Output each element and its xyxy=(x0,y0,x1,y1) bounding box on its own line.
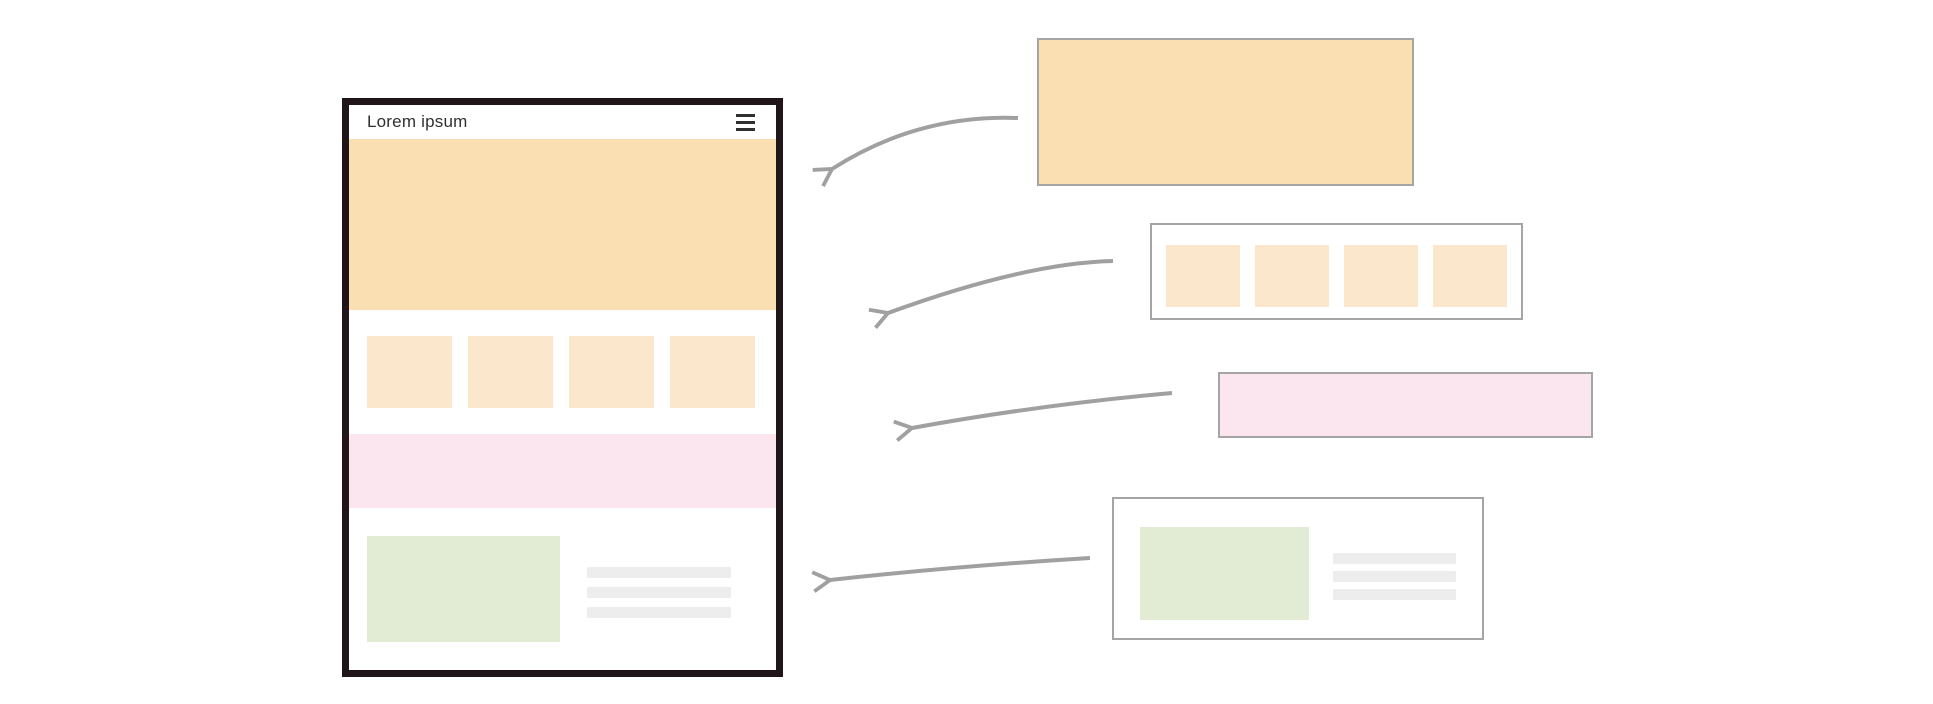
text-line-placeholder xyxy=(1333,589,1456,600)
thumbnail-placeholder xyxy=(670,336,755,408)
wireframe-highlight-band xyxy=(349,434,776,508)
text-line-placeholder xyxy=(587,587,731,598)
text-line-placeholder xyxy=(1333,553,1456,564)
text-placeholder-lines xyxy=(1333,553,1456,607)
component-thumbnail-row xyxy=(1150,223,1523,320)
thumbnail-placeholder xyxy=(1255,245,1329,307)
text-line-placeholder xyxy=(587,607,731,618)
wireframe-page: Lorem ipsum xyxy=(342,98,783,677)
hamburger-bar xyxy=(736,113,755,117)
thumbnail-placeholder xyxy=(1433,245,1507,307)
thumbnail-placeholder xyxy=(1166,245,1240,307)
page-title: Lorem ipsum xyxy=(367,112,468,131)
text-line-placeholder xyxy=(587,567,731,578)
wireframe-media-card xyxy=(349,536,776,642)
arrow-hero xyxy=(832,115,1019,169)
text-placeholder-lines xyxy=(587,567,731,642)
hamburger-bar xyxy=(736,127,755,131)
arrow-media-card xyxy=(830,556,1091,580)
component-hero-banner xyxy=(1037,38,1414,186)
arrow-highlight-band xyxy=(912,391,1173,428)
wireframe-hero-banner xyxy=(349,139,776,310)
thumbnail-placeholder xyxy=(367,336,452,408)
text-line-placeholder xyxy=(1333,571,1456,582)
image-placeholder xyxy=(1140,527,1309,620)
arrow-thumbnails xyxy=(888,259,1114,313)
component-media-card xyxy=(1112,497,1484,640)
wireframe-header: Lorem ipsum xyxy=(349,105,776,139)
thumbnail-placeholder xyxy=(569,336,654,408)
thumbnail-placeholder xyxy=(1344,245,1418,307)
image-placeholder xyxy=(367,536,560,642)
thumbnail-placeholder xyxy=(468,336,553,408)
wireframe-thumbnail-row xyxy=(349,336,776,408)
hamburger-menu-icon[interactable] xyxy=(736,113,755,131)
hamburger-bar xyxy=(736,120,755,124)
component-highlight-band xyxy=(1218,372,1593,438)
